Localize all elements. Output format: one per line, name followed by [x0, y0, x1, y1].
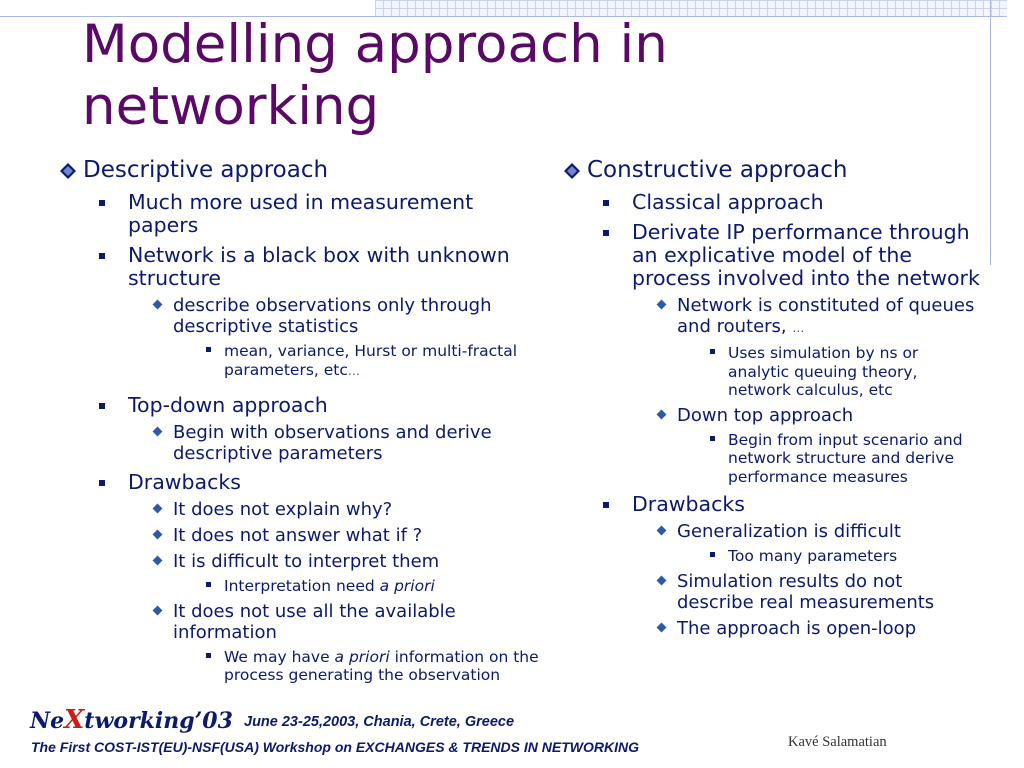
item-text: It is difficult to interpret them — [173, 551, 440, 572]
list-item: Drawbacks — [564, 493, 984, 516]
list-item: Network is constituted of queues and rou… — [564, 295, 984, 339]
item-text: It does not explain why? — [173, 499, 393, 520]
small-square-bullet-icon — [206, 652, 211, 658]
square-bullet-icon — [603, 200, 609, 206]
list-item: We may have a priori information on the … — [60, 648, 540, 685]
footer-author: Kavé Salamatian — [788, 734, 887, 750]
small-square-bullet-icon — [206, 582, 211, 587]
item-text: Generalization is difficult — [677, 521, 901, 542]
list-item: Network is a black box with unknown stru… — [60, 244, 540, 290]
list-item: Simulation results do not describe real … — [564, 571, 984, 613]
item-text-italic: a priori — [334, 647, 390, 666]
small-diamond-bullet-icon — [152, 605, 163, 615]
square-bullet-icon — [99, 480, 105, 486]
small-square-bullet-icon — [710, 552, 715, 557]
item-text: Drawbacks — [632, 492, 745, 516]
logo-text: Ne — [30, 708, 65, 734]
list-item: Interpretation need a priori — [60, 577, 540, 596]
list-item: Classical approach — [564, 191, 984, 214]
list-item: Top-down approach — [60, 394, 540, 417]
item-text: mean, variance, Hurst or multi-fractal p… — [224, 342, 518, 379]
logo-text: tworking’03 — [84, 708, 233, 734]
square-bullet-icon — [99, 200, 105, 206]
decorative-horizontal-line — [0, 16, 1007, 17]
item-text: The approach is open-loop — [677, 617, 917, 639]
list-item: The approach is open-loop — [564, 618, 984, 639]
left-column: Descriptive approach Much more used in m… — [60, 155, 540, 685]
diamond-bullet-icon — [564, 163, 580, 179]
item-text: It does not use all the available inform… — [173, 600, 456, 643]
square-bullet-icon — [603, 230, 609, 236]
list-item: It does not explain why? — [60, 499, 540, 520]
square-bullet-icon — [99, 253, 105, 259]
list-item: Much more used in measurement papers — [60, 191, 540, 237]
item-text: It does not answer what if ? — [173, 525, 423, 546]
ellipsis: … — [792, 321, 805, 335]
small-diamond-bullet-icon — [656, 299, 667, 310]
item-text: Network is constituted of queues and rou… — [677, 295, 975, 337]
small-diamond-bullet-icon — [152, 529, 163, 540]
item-text: Too many parameters — [728, 547, 898, 565]
small-diamond-bullet-icon — [656, 622, 667, 632]
item-text: Begin with observations and derive descr… — [173, 422, 492, 464]
item-text: information on the process generating th… — [224, 647, 539, 685]
square-bullet-icon — [99, 403, 105, 409]
item-text: Network is a black box with unknown stru… — [128, 243, 510, 290]
item-text: Interpretation need — [224, 577, 380, 595]
list-item: Drawbacks — [60, 471, 540, 494]
small-square-bullet-icon — [710, 435, 715, 441]
small-diamond-bullet-icon — [656, 525, 667, 536]
item-text: Derivate IP performance through an expli… — [632, 220, 980, 290]
small-diamond-bullet-icon — [656, 409, 667, 419]
list-item: Begin from input scenario and network st… — [564, 431, 984, 487]
list-item: Too many parameters — [564, 547, 984, 566]
small-diamond-bullet-icon — [152, 555, 163, 566]
nextworking-logo: NeXtworking’03 — [30, 705, 233, 735]
logo-x: X — [64, 705, 85, 735]
small-diamond-bullet-icon — [656, 575, 667, 585]
slide-title: Modelling approach in networking — [82, 14, 668, 137]
item-text: We may have — [224, 647, 335, 666]
decorative-vertical-line — [990, 0, 991, 265]
small-square-bullet-icon — [206, 347, 211, 352]
footer-date: June 23-25,2003, Chania, Crete, Greece — [244, 714, 515, 730]
list-item: It does not answer what if ? — [60, 525, 540, 546]
item-text: Down top approach — [677, 404, 854, 426]
list-item: mean, variance, Hurst or multi-fractal p… — [60, 342, 540, 380]
item-text: Top-down approach — [128, 393, 328, 417]
list-item: Derivate IP performance through an expli… — [564, 221, 984, 290]
footer-workshop: The First COST-IST(EU)-NSF(USA) Workshop… — [31, 739, 639, 755]
item-text: Classical approach — [632, 190, 824, 214]
item-text: Drawbacks — [128, 470, 241, 494]
item-text: Much more used in measurement papers — [128, 190, 474, 237]
heading-text: Constructive approach — [587, 157, 848, 183]
list-item: Generalization is difficult — [564, 521, 984, 542]
square-bullet-icon — [603, 502, 609, 508]
item-text: Simulation results do not describe real … — [677, 570, 935, 613]
list-item: Constructive approach — [564, 157, 984, 184]
item-text: Uses simulation by ns or analytic queuin… — [728, 344, 919, 399]
list-item: Descriptive approach — [60, 157, 540, 184]
list-item: It is difficult to interpret them — [60, 551, 540, 572]
right-column: Constructive approach Classical approach… — [564, 155, 984, 639]
small-square-bullet-icon — [710, 349, 715, 354]
list-item: It does not use all the available inform… — [60, 601, 540, 643]
item-text: Begin from input scenario and network st… — [728, 430, 963, 486]
list-item: Uses simulation by ns or analytic queuin… — [564, 344, 984, 400]
list-item: Begin with observations and derive descr… — [60, 422, 540, 464]
list-item: Down top approach — [564, 405, 984, 426]
decorative-grid — [375, 0, 1007, 16]
small-diamond-bullet-icon — [152, 299, 163, 310]
heading-text: Descriptive approach — [83, 157, 329, 183]
item-text-italic: a priori — [379, 577, 435, 595]
item-text: describe observations only through descr… — [173, 295, 492, 337]
list-item: describe observations only through descr… — [60, 295, 540, 337]
diamond-bullet-icon — [60, 163, 76, 179]
small-diamond-bullet-icon — [152, 503, 163, 514]
ellipsis: … — [347, 363, 360, 378]
small-diamond-bullet-icon — [152, 426, 163, 437]
